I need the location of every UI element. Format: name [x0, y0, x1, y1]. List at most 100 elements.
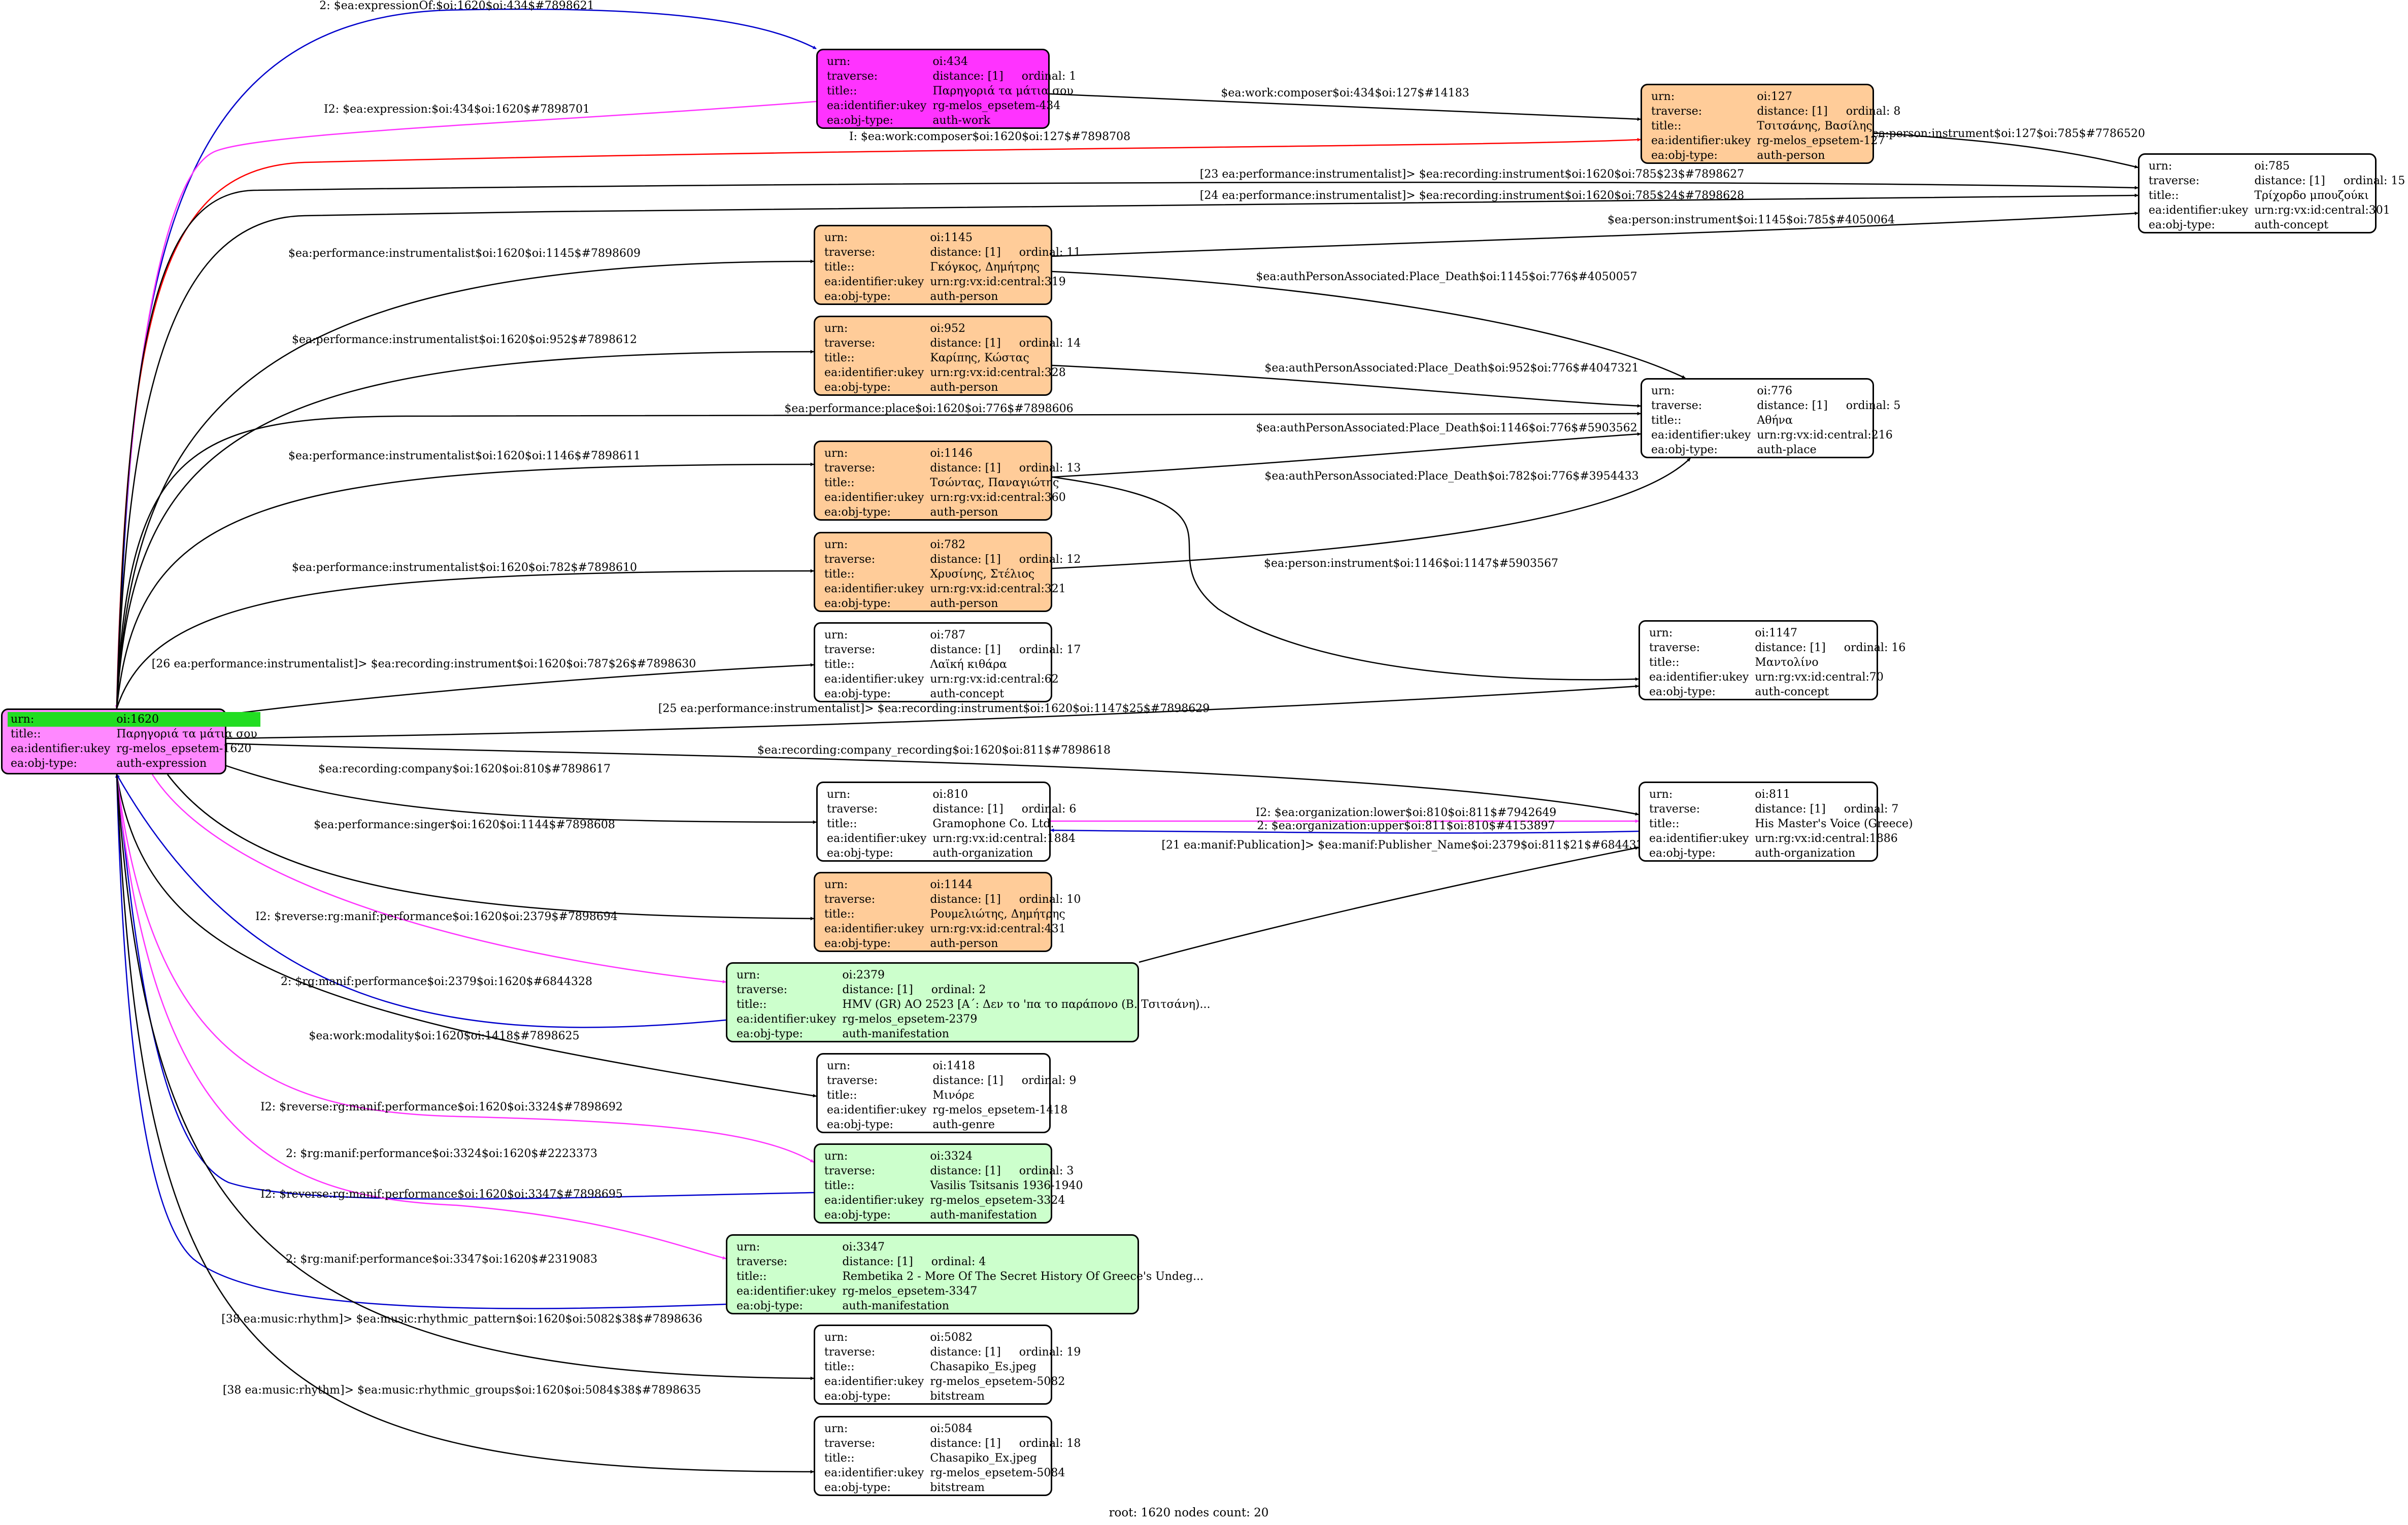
edge-label-29: I2: $reverse:rg:manif:performance$oi:162… — [260, 1101, 623, 1113]
urn-value: oi:2379 — [842, 969, 885, 981]
title-value: Παρηγοριά τα μάτια σου — [116, 728, 257, 740]
key-title: title:: — [11, 728, 41, 740]
key-urn: urn: — [824, 629, 848, 641]
key-traverse: traverse: — [827, 70, 878, 83]
title-value: Τρίχορδο μπουζούκι — [2254, 189, 2369, 202]
ukey-value: rg-melos_epsetem-5084 — [930, 1467, 1065, 1479]
ukey-value: rg-melos_epsetem-3347 — [842, 1285, 978, 1298]
key-ukey: ea:identifier:ukey — [824, 1194, 924, 1207]
traverse-value: distance: [1]ordinal: 17 — [927, 642, 1084, 657]
key-urn: urn: — [824, 1150, 848, 1163]
key-title: title:: — [824, 352, 855, 364]
key-traverse: traverse: — [824, 337, 876, 350]
edge-label-31: I2: $reverse:rg:manif:performance$oi:162… — [260, 1188, 623, 1201]
key-urn: urn: — [827, 788, 851, 801]
ukey-value: rg-melos_epsetem-434 — [932, 99, 1061, 112]
key-ukey: ea:identifier:ukey — [824, 673, 924, 686]
edge-20 — [226, 742, 1639, 816]
title-value: Chasapiko_Es.jpeg — [930, 1361, 1036, 1373]
key-type: ea:obj-type: — [737, 1028, 803, 1040]
distance-value: distance: [1] — [2254, 175, 2325, 187]
edge-label-6: [24 ea:performance:instrumentalist]> $ea… — [1200, 189, 1744, 202]
title-value: Παρηγοριά τα μάτια σου — [932, 85, 1074, 97]
urn-value: oi:811 — [1755, 788, 1790, 801]
urn-value: oi:787 — [930, 629, 965, 641]
key-urn: urn: — [1649, 788, 1673, 801]
key-type: ea:obj-type: — [824, 688, 891, 700]
key-title: title:: — [824, 568, 855, 581]
type-value: bitstream — [930, 1390, 985, 1403]
ordinal-value: ordinal: 3 — [1019, 1165, 1074, 1177]
key-ukey: ea:identifier:ukey — [824, 923, 924, 935]
edge-16 — [1052, 476, 1639, 681]
key-type: ea:obj-type: — [827, 1119, 893, 1131]
key-urn: urn: — [824, 231, 848, 244]
key-type: ea:obj-type: — [737, 1300, 803, 1312]
node-oi-1620[interactable]: urn:oi:1620 title::Παρηγοριά τα μάτια σο… — [1, 708, 260, 774]
edge-31 — [116, 774, 726, 1260]
edge-32 — [115, 774, 726, 1309]
key-urn: urn: — [8, 712, 114, 727]
traverse-value: distance: [1]ordinal: 6 — [929, 802, 1079, 817]
key-ukey: ea:identifier:ukey — [824, 583, 924, 595]
urn-value: oi:776 — [1757, 385, 1792, 397]
type-value: auth-organization — [1755, 847, 1856, 860]
edge-label-25: $ea:performance:singer$oi:1620$oi:1144$#… — [314, 819, 615, 831]
edge-34 — [116, 774, 814, 1474]
ordinal-value: ordinal: 12 — [1019, 553, 1081, 566]
edge-label-19: [25 ea:performance:instrumentalist]> $ea… — [658, 702, 1210, 715]
title-value: Μαντολίνο — [1755, 656, 1819, 669]
title-value: Ρουμελιώτης, Δημήτρης — [930, 908, 1065, 921]
title-value: HMV (GR) AO 2523 [Α΄: Δεν το 'πα το παρά… — [842, 998, 1211, 1011]
edge-label-34: [38 ea:music:rhythm]> $ea:music:rhythmic… — [223, 1384, 701, 1397]
urn-value: oi:3347 — [842, 1241, 885, 1253]
traverse-value: distance: [1]ordinal: 5 — [1754, 398, 1903, 413]
edge-label-0: 2: $ea:expressionOf:$oi:1620$oi:434$#789… — [319, 0, 594, 12]
key-ukey: ea:identifier:ukey — [1649, 832, 1749, 845]
title-value: Chasapiko_Ex.jpeg — [930, 1452, 1037, 1465]
traverse-value: distance: [1]ordinal: 11 — [927, 245, 1084, 260]
urn-value: oi:1147 — [1755, 627, 1797, 639]
edge-26 — [151, 774, 726, 984]
type-value: auth-work — [932, 114, 990, 127]
key-urn: urn: — [824, 878, 848, 891]
key-title: title:: — [827, 85, 857, 97]
key-type: ea:obj-type: — [1649, 686, 1716, 698]
ordinal-value: ordinal: 17 — [1019, 643, 1081, 656]
ordinal-value: ordinal: 4 — [931, 1256, 986, 1268]
key-type: ea:obj-type: — [824, 1390, 891, 1403]
key-type: ea:obj-type: — [1651, 149, 1718, 162]
traverse-value: distance: [1]ordinal: 14 — [927, 336, 1084, 351]
key-title: title:: — [824, 1179, 855, 1192]
key-type: ea:obj-type: — [827, 114, 893, 127]
key-urn: urn: — [2149, 160, 2172, 173]
traverse-value: distance: [1]ordinal: 15 — [2251, 174, 2408, 188]
key-title: title:: — [1649, 818, 1680, 830]
distance-value: distance: [1] — [930, 462, 1001, 475]
key-urn: urn: — [824, 322, 848, 335]
key-title: title:: — [2149, 189, 2179, 202]
edge-28 — [116, 774, 817, 1098]
edge-17 — [116, 569, 814, 709]
key-title: title:: — [1651, 120, 1682, 132]
distance-value: distance: [1] — [1755, 641, 1826, 654]
